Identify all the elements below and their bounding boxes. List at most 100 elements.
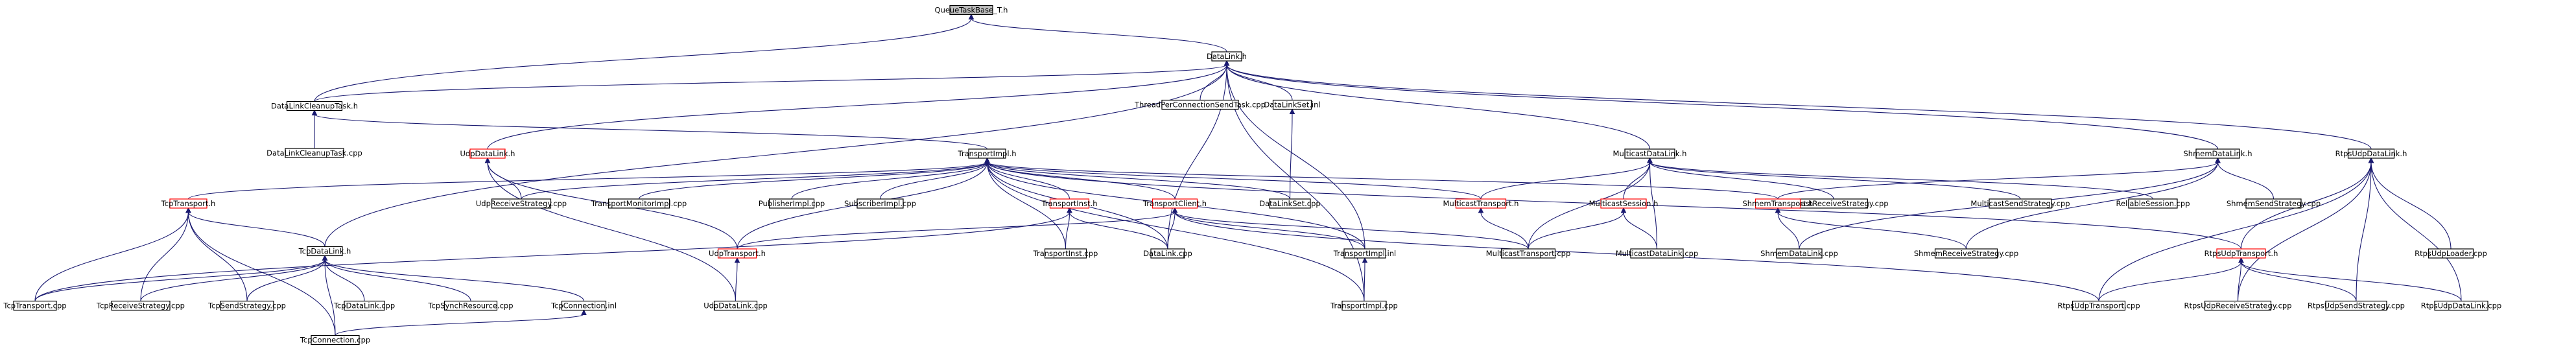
edge-line	[140, 211, 189, 301]
edges-layer	[34, 14, 2462, 336]
node-ShmemTransportH[interactable]: ShmemTransport.h	[1743, 198, 1814, 209]
node-MulticastSessionH[interactable]: MulticastSession.h	[1589, 198, 1659, 209]
node-TcpDataLinkCpp[interactable]: TcpDataLink.cpp	[333, 300, 395, 311]
edge-MulticastDataLinkH-to-ReliableSessionCpp	[1647, 157, 2154, 200]
node-TcpTransportH[interactable]: TcpTransport.h	[161, 198, 216, 209]
edge-TransportImplH-to-TcpTransportH	[187, 157, 990, 200]
node-TcpTransportCpp[interactable]: TcpTransport.cpp	[3, 300, 67, 311]
node-box	[491, 198, 552, 209]
node-TransportClientH[interactable]: TransportClient.h	[1142, 198, 1207, 209]
node-label: TransportImpl.inl	[1333, 249, 1396, 258]
node-box	[1624, 148, 1675, 159]
node-TcpDataLinkH[interactable]: TcpDataLink.h	[298, 246, 351, 257]
node-label: UdpReceiveStrategy.cpp	[476, 199, 567, 208]
node-box	[1269, 198, 1311, 209]
node-TcpReceiveStrategyCpp[interactable]: TcpReceiveStrategy.cpp	[96, 300, 185, 311]
node-box	[469, 148, 506, 159]
node-DataLinkSetInl[interactable]: DataLinkSet.inl	[1264, 99, 1321, 110]
node-PublisherImplCpp[interactable]: PublisherImpl.cpp	[759, 198, 825, 209]
node-TcpConnectionInl[interactable]: TcpConnection.inl	[550, 300, 617, 311]
node-UdpDataLinkCpp[interactable]: UdpDataLink.cpp	[703, 300, 768, 311]
edge-line	[187, 161, 988, 200]
edge-TcpTransportH-to-TcpReceiveStrategyCpp	[140, 207, 191, 301]
node-MulticastSendStrategyCpp[interactable]: MulticastSendStrategy.cpp	[1970, 198, 2070, 209]
node-RtpsUdpDataLinkH[interactable]: RtpsUdpDataLink.h	[2335, 148, 2407, 159]
node-MulticastDataLinkCpp[interactable]: MulticastDataLink.cpp	[1616, 248, 1699, 259]
node-MulticastTransportH[interactable]: MulticastTransport.h	[1443, 198, 1519, 209]
node-TransportInstH[interactable]: TransportInst.h	[1041, 198, 1098, 209]
arrowhead	[2368, 157, 2374, 163]
arrowhead	[1223, 60, 1230, 66]
node-label: RtpsUdpTransport.cpp	[2057, 301, 2140, 310]
node-MulticastTransportCpp[interactable]: MulticastTransport.cpp	[1486, 248, 1571, 259]
node-DataLinkSetCpp[interactable]: DataLinkSet.cpp	[1259, 198, 1321, 209]
node-box	[1989, 198, 2052, 209]
edge-line	[34, 211, 1070, 301]
edge-line	[324, 64, 1227, 247]
node-ShmemDataLinkCpp[interactable]: ShmemDataLink.cpp	[1760, 248, 1838, 259]
edge-TcpTransportH-to-TcpConnectionCpp	[185, 207, 336, 336]
node-MulticastDataLinkH[interactable]: MulticastDataLink.h	[1613, 148, 1687, 159]
edge-line	[314, 64, 1227, 102]
node-TransportImplCpp[interactable]: TransportImpl.cpp	[1330, 300, 1398, 311]
node-RtpsUdpSendStrategyCpp[interactable]: RtpsUdpSendStrategy.cpp	[2308, 300, 2405, 311]
edge-DataLinkSetInl-to-DataLinkSetCpp	[1289, 108, 1295, 200]
node-MulticastReceiveStrategyCpp[interactable]: MulticastReceiveStrategy.cpp	[1778, 198, 1889, 209]
node-UdpTransportH[interactable]: UdpTransport.h	[709, 248, 766, 259]
node-label: MulticastDataLink.cpp	[1616, 249, 1699, 258]
node-box	[2204, 300, 2272, 311]
node-box	[1211, 51, 1242, 62]
node-ReliableSessionCpp[interactable]: ReliableSession.cpp	[2116, 198, 2190, 209]
node-TransportMonitorImplCpp[interactable]: TransportMonitorImpl.cpp	[591, 198, 687, 209]
edge-UdpTransportH-to-UdpDataLinkCpp	[734, 257, 740, 301]
node-box	[311, 334, 360, 345]
edge-TransportClientH-to-UdpTransportH	[737, 207, 1178, 250]
edge-line	[2237, 161, 2372, 301]
node-RtpsUdpTransportCpp[interactable]: RtpsUdpTransport.cpp	[2057, 300, 2140, 311]
node-label: TcpDataLink.cpp	[333, 301, 395, 310]
edge-line	[1649, 161, 1658, 250]
edge-line	[314, 114, 988, 150]
node-UdpDataLinkH[interactable]: UdpDataLink.h	[460, 148, 515, 159]
node-ShmemReceiveStrategyCpp[interactable]: ShmemReceiveStrategy.cpp	[1914, 248, 2018, 259]
edge-ShmemTransportH-to-ShmemReceiveStrategyCpp	[1775, 207, 1967, 250]
node-label: TcpConnection.inl	[550, 301, 617, 310]
edge-TcpDataLinkH-to-TcpTransportCpp	[34, 255, 328, 301]
node-DataLinkCpp[interactable]: DataLink.cpp	[1143, 248, 1192, 259]
node-TcpSendStrategyCpp[interactable]: TcpSendStrategy.cpp	[207, 300, 286, 311]
node-ShmemSendStrategyCpp[interactable]: ShmemSendStrategy.cpp	[2227, 198, 2321, 209]
node-TcpSynchResourceCpp[interactable]: TcpSynchResource.cpp	[427, 300, 514, 311]
node-RtpsUdpTransportH[interactable]: RtpsUdpTransport.h	[2204, 248, 2278, 259]
node-SubscriberImplCpp[interactable]: SubscriberImpl.cpp	[844, 198, 916, 209]
node-label: ShmemDataLink.h	[2183, 149, 2252, 158]
node-box	[1934, 248, 1998, 259]
node-ThreadPerConnectionSendTaskCpp[interactable]: ThreadPerConnectionSendTask.cpp	[1134, 99, 1266, 110]
node-label: RtpsUdpDataLink.h	[2335, 149, 2407, 158]
node-RtpsUdpDataLinkCpp[interactable]: RtpsUdpDataLink.cpp	[2421, 300, 2501, 311]
node-UdpReceiveStrategyCpp[interactable]: UdpReceiveStrategy.cpp	[476, 198, 567, 209]
edge-MulticastDataLinkH-to-MulticastSessionH	[1623, 157, 1653, 200]
node-TransportImplInl[interactable]: TransportImpl.inl	[1333, 248, 1396, 259]
edge-line	[986, 161, 1291, 200]
node-TcpConnectionCpp[interactable]: TcpConnection.cpp	[300, 334, 370, 345]
node-label: TcpSendStrategy.cpp	[207, 301, 286, 310]
node-DataLinkH[interactable]: DataLink.h	[1207, 51, 1247, 62]
node-label: TransportInst.cpp	[1033, 249, 1098, 258]
arrowhead	[968, 14, 975, 19]
node-box	[2216, 248, 2266, 259]
edge-line	[487, 64, 1227, 150]
node-TransportInstCpp[interactable]: TransportInst.cpp	[1033, 248, 1098, 259]
node-TransportImplH[interactable]: TransportImpl.h	[958, 148, 1017, 159]
edge-line	[324, 259, 336, 336]
node-RtpsUdpLoaderCpp[interactable]: RtpsUdpLoader.cpp	[2415, 248, 2487, 259]
node-ShmemDataLinkH[interactable]: ShmemDataLink.h	[2183, 148, 2252, 159]
node-DataLinkCleanupTaskH[interactable]: DataLinkCleanupTask.h	[271, 100, 358, 111]
edge-line	[1649, 161, 2154, 200]
node-DataLinkCleanupTaskCpp[interactable]: DataLinkCleanupTask.cpp	[266, 148, 362, 158]
node-label: DataLinkSet.inl	[1264, 100, 1320, 110]
node-RtpsUdpReceiveStrategyCpp[interactable]: RtpsUdpReceiveStrategy.cpp	[2184, 300, 2292, 311]
node-box	[307, 246, 343, 257]
edge-line	[1069, 211, 1168, 250]
edge-MulticastSessionH-to-MulticastTransportCpp	[1528, 207, 1627, 250]
